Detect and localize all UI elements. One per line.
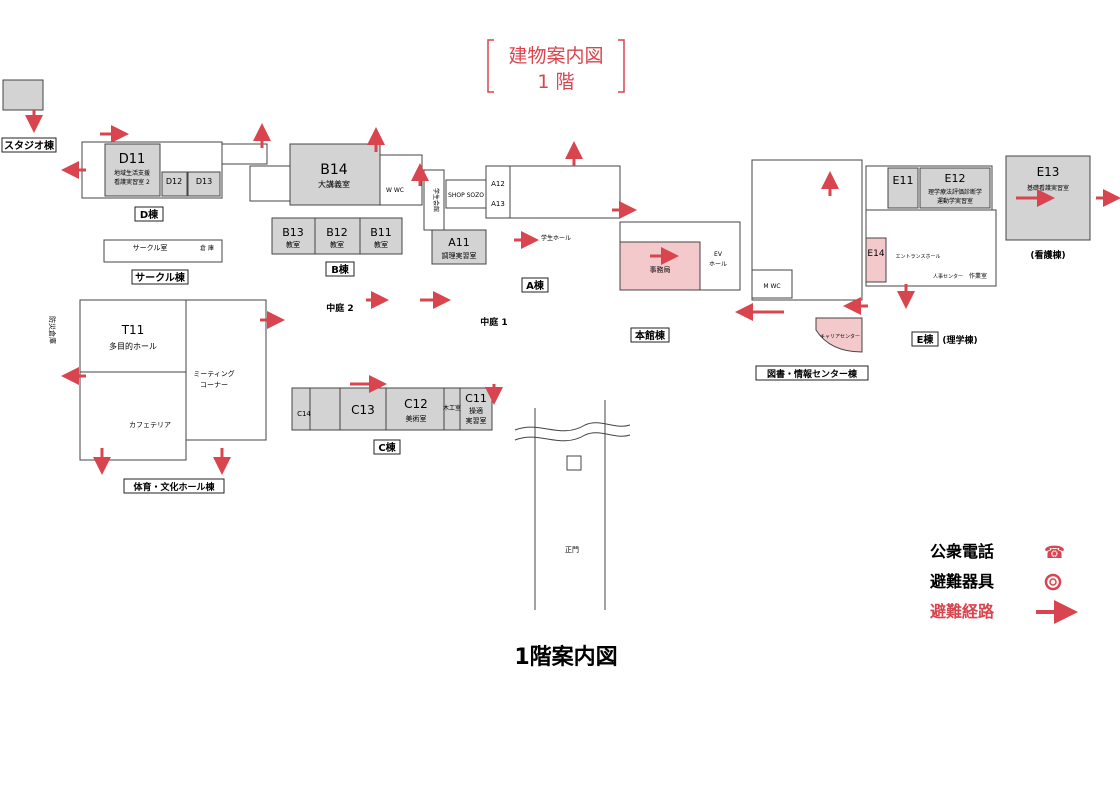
taiiku-building[interactable]: T11 多目的ホール ミーティング コーナー カフェテリア 体育・文化ホール棟 … xyxy=(48,299,267,494)
room-e12-sub: 理学療法評価診断学 xyxy=(928,188,982,196)
library-wc: M WC xyxy=(763,283,780,290)
legend-phone-label: 公衆電話 xyxy=(930,542,994,561)
d-label: D棟 xyxy=(140,208,159,221)
cafeteria: カフェテリア xyxy=(129,421,171,429)
gakusei-hall: 学生ホール xyxy=(541,234,571,242)
room-c14: C14 xyxy=(297,410,311,418)
studio-building[interactable]: スタジオ棟 xyxy=(1,79,57,153)
room-b12: B12 xyxy=(326,226,348,239)
room-a12: A12 xyxy=(491,180,505,188)
room-b12-sub: 教室 xyxy=(330,240,344,249)
title-line2: 1 階 xyxy=(537,71,574,93)
shop-sozo: SHOP SOZO xyxy=(448,192,484,199)
room-c11-sub2: 実習室 xyxy=(466,416,487,425)
room-e11: E11 xyxy=(893,174,914,187)
room-d11: D11 xyxy=(119,152,146,167)
library-building[interactable]: M WC キャリアセンター 図書・情報センター棟 xyxy=(751,159,869,381)
room-b14: B14 xyxy=(320,162,348,178)
a-building[interactable]: 学生会館 SHOP SOZO A12 A13 A11 調理実習室 学生ホール A… xyxy=(423,165,621,293)
legend: 公衆電話 ☎ 避難器具 避難経路 xyxy=(930,542,1078,624)
legend-route-label: 避難経路 xyxy=(930,602,995,621)
room-c12-sub: 美術室 xyxy=(406,414,427,423)
seimon: 正門 xyxy=(565,546,579,554)
c-label: C棟 xyxy=(378,441,396,454)
studio-label: スタジオ棟 xyxy=(4,139,55,152)
courtyard-2: 中庭 2 xyxy=(326,302,353,314)
room-c13: C13 xyxy=(351,403,375,417)
gakusei-kaikan: 学生会館 xyxy=(432,188,440,212)
room-c12: C12 xyxy=(404,397,428,411)
main-gate[interactable]: 正門 xyxy=(514,400,631,610)
d-building[interactable]: D11 地域生活支援 看護実習室 2 D12 D13 D棟 xyxy=(81,141,291,222)
career-center: キャリアセンター xyxy=(820,333,860,340)
kango-label: (看護棟) xyxy=(1030,249,1065,261)
room-e13-sub: 基礎看護実習室 xyxy=(1027,184,1069,192)
jimukyoku: 事務局 xyxy=(650,265,671,274)
b-building[interactable]: B13 教室 B12 教室 B11 教室 B棟 xyxy=(271,217,403,277)
honkan-hall: ホール xyxy=(709,261,727,268)
meeting-corner: ミーティング xyxy=(193,369,235,378)
circle-souko: 倉 庫 xyxy=(200,244,214,252)
b-label: B棟 xyxy=(331,263,350,276)
circle-building[interactable]: サークル室 倉 庫 サークル棟 xyxy=(103,239,223,285)
courtyard-1: 中庭 1 xyxy=(480,316,507,328)
evacuation-routes xyxy=(61,123,1120,475)
room-a13: A13 xyxy=(491,200,505,208)
room-b13-sub: 教室 xyxy=(286,240,300,249)
room-d12: D12 xyxy=(166,177,182,186)
room-d11-sub: 地域生活支援 xyxy=(114,169,150,177)
map-title: 建物案内図 1 階 xyxy=(487,39,625,93)
phone-icon: ☎ xyxy=(1044,543,1065,563)
meeting-corner2: コーナー xyxy=(200,381,228,389)
bousai-souko: 防災倉庫 xyxy=(48,316,57,344)
room-c11: C11 xyxy=(465,392,487,405)
room-mokko: 木工室 xyxy=(443,404,461,412)
room-e12-sub2: 運動学実習室 xyxy=(937,197,973,205)
circle-label: サークル棟 xyxy=(135,271,186,284)
room-b11-sub: 教室 xyxy=(374,240,388,249)
jinji-center: 人事センター xyxy=(933,273,963,280)
room-d13: D13 xyxy=(196,177,212,186)
legend-equipment-label: 避難器具 xyxy=(930,572,994,591)
e-building[interactable]: E11 E12 理学療法評価診断学 運動学実習室 E14 エントランスホール 人… xyxy=(865,165,997,347)
room-e12: E12 xyxy=(945,172,966,185)
room-e14: E14 xyxy=(867,249,884,259)
honkan-ev: EV xyxy=(714,251,723,258)
room-b11: B11 xyxy=(370,226,392,239)
honkan-building[interactable]: 事務局 ホール EV 本館棟 xyxy=(619,221,741,343)
room-t11: T11 xyxy=(121,323,145,337)
room-b13: B13 xyxy=(282,226,304,239)
honkan-label: 本館棟 xyxy=(635,329,666,342)
sagyo-room: 作業室 xyxy=(969,272,987,280)
b14-building[interactable]: B14 大講義室 W WC xyxy=(289,143,423,206)
room-a11: A11 xyxy=(448,236,470,249)
c-building[interactable]: C14 C13 C12 美術室 木工室 C11 操適 実習室 C棟 xyxy=(291,387,493,455)
entrance-hall: エントランスホール xyxy=(896,254,941,260)
taiiku-label: 体育・文化ホール棟 xyxy=(133,481,215,493)
room-c11-sub: 操適 xyxy=(469,406,483,415)
room-a11-sub: 調理実習室 xyxy=(442,251,477,260)
b14-wc: W WC xyxy=(386,187,404,194)
room-t11-sub: 多目的ホール xyxy=(109,341,157,351)
e13-building[interactable]: E13 基礎看護実習室 (看護棟) xyxy=(1005,155,1091,261)
library-label: 図書・情報センター棟 xyxy=(767,368,858,380)
equipment-icon xyxy=(1044,573,1062,591)
room-b14-sub: 大講義室 xyxy=(318,179,350,189)
e-label: E棟 xyxy=(917,333,935,346)
room-d11-sub2: 看護実習室 2 xyxy=(114,178,150,186)
circle-room: サークル室 xyxy=(133,243,168,252)
room-e13: E13 xyxy=(1037,165,1060,179)
map-caption: 1階案内図 xyxy=(514,644,617,670)
title-line1: 建物案内図 xyxy=(508,45,603,67)
a-label: A棟 xyxy=(526,279,545,292)
e-rigaku: (理学棟) xyxy=(942,334,977,346)
